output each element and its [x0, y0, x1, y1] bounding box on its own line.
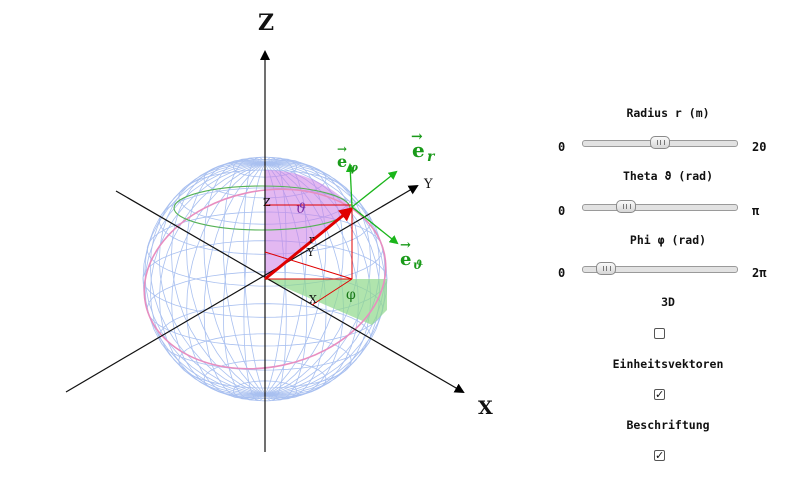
x-point-label: X: [309, 293, 317, 306]
e-r-arrow-glyph: →: [411, 129, 423, 145]
e-theta-vector: [351, 206, 399, 245]
e-theta-subscript: ϑ: [413, 258, 423, 272]
z-point-label: Z: [263, 196, 271, 209]
phi-max-label: 2π: [752, 266, 767, 280]
theta-slider-label: Theta ϑ (rad): [622, 169, 713, 183]
e-phi-label: e: [337, 152, 347, 171]
equator-circle: [143, 188, 387, 370]
e-phi-arrow-glyph: →: [337, 142, 347, 156]
e-phi-vector: [345, 163, 355, 208]
sphere-grid-line: [158, 303, 372, 371]
e-theta-arrow-glyph: →: [400, 238, 411, 253]
phi-sector: [265, 279, 387, 325]
control-panel: Radius r (m) 0 20 Theta ϑ (rad) 0 π Phi …: [548, 0, 788, 502]
phi-slider-thumb[interactable]: [596, 262, 617, 275]
3d-checkbox[interactable]: [654, 328, 665, 339]
3d-checkbox-label: 3D: [661, 295, 675, 309]
y-axis: [65, 184, 419, 393]
e-r-subscript: r: [427, 149, 436, 165]
sphere-scene[interactable]: Z X Y Z Y X r ϑ φ → e r → e ϑ → e φ: [0, 0, 530, 502]
z-axis-label: Z: [258, 10, 274, 36]
radius-slider-thumb[interactable]: [650, 136, 670, 149]
theta-label: ϑ: [296, 201, 306, 217]
theta-max-label: π: [752, 204, 760, 218]
phi-min-label: 0: [558, 266, 566, 280]
radius-max-label: 20: [752, 140, 767, 154]
radius-min-label: 0: [558, 140, 566, 154]
e-r-vector: [351, 170, 398, 208]
radius-slider[interactable]: [582, 136, 738, 149]
r-label: r: [309, 233, 315, 246]
sphere-grid-line: [146, 271, 384, 347]
unit-vectors-checkbox-label: Einheitsvektoren: [612, 357, 724, 371]
x-axis: [115, 190, 465, 394]
sphere-grid-line: [203, 359, 327, 399]
y-point-label: Y: [306, 246, 315, 259]
theta-slider[interactable]: [582, 200, 738, 213]
labels-checkbox-label: Beschriftung: [626, 418, 710, 432]
phi-label: φ: [346, 287, 356, 303]
theta-min-label: 0: [558, 204, 566, 218]
e-theta-label: e: [400, 249, 411, 270]
radius-vector: [264, 207, 354, 281]
sphere-grid-line: [178, 333, 352, 389]
unit-vectors-checkbox[interactable]: ✓: [654, 388, 665, 401]
e-phi-subscript: φ: [348, 161, 358, 174]
e-r-label: e: [412, 138, 425, 162]
x-axis-label: X: [478, 397, 493, 419]
phi-slider[interactable]: [582, 262, 738, 275]
sphere-grid-line: [233, 380, 297, 402]
projection-lines: [264, 204, 353, 306]
theta-slider-thumb[interactable]: [616, 200, 637, 213]
phi-slider-label: Phi φ (rad): [629, 233, 707, 247]
y-axis-label: Y: [423, 177, 433, 192]
radius-slider-label: Radius r (m): [626, 106, 710, 120]
labels-checkbox[interactable]: ✓: [654, 449, 665, 462]
